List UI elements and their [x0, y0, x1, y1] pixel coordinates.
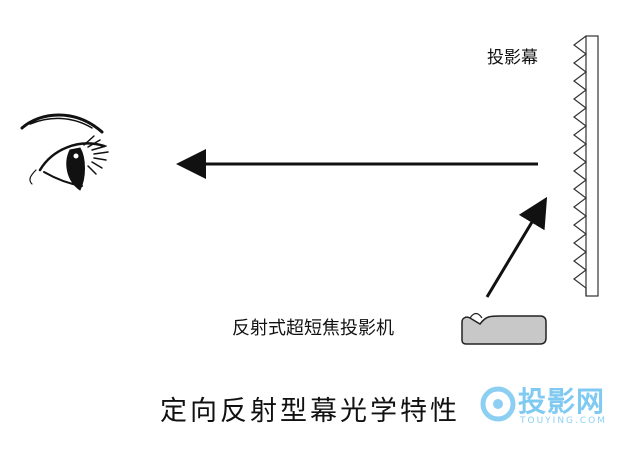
projector-icon [461, 312, 547, 345]
watermark-text: 投影网 [518, 385, 606, 418]
projection-screen [573, 35, 599, 297]
diagram-caption: 定向反射型幕光学特性 [160, 396, 460, 427]
touying-logo-icon [480, 386, 516, 422]
eye-icon [20, 113, 109, 191]
watermark: 投影网 TOUYING.COM [478, 378, 628, 436]
projector-label: 反射式超短焦投影机 [232, 318, 394, 339]
watermark-subtext: TOUYING.COM [520, 416, 608, 426]
incident-ray-arrow [485, 196, 548, 298]
screen-label: 投影幕 [487, 48, 538, 68]
